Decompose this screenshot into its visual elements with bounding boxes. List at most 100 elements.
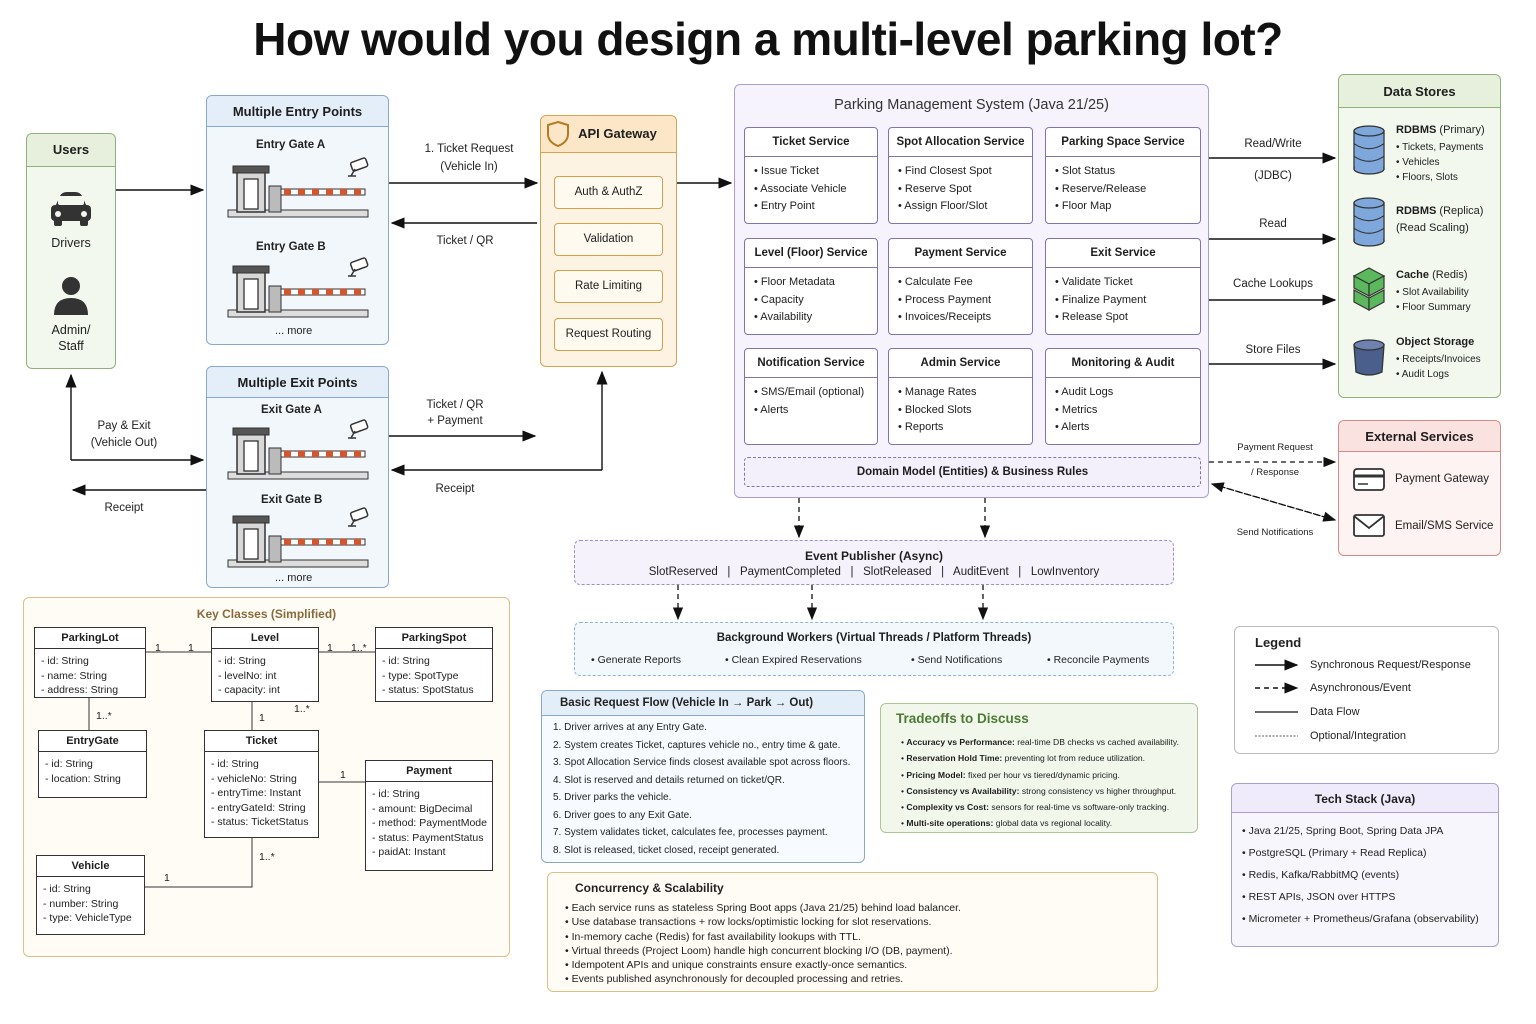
service-item: • Entry Point	[754, 200, 815, 212]
service-box: Level (Floor) Service• Floor Metadata• C…	[744, 238, 878, 335]
event-publisher-title: Event Publisher (Async)	[804, 549, 944, 563]
exit-more-label: ... more	[275, 572, 313, 584]
service-box: Exit Service• Validate Ticket• Finalize …	[1045, 238, 1201, 335]
service-item: • Audit Logs	[1055, 386, 1114, 398]
service-item: • Find Closest Spot	[898, 165, 992, 177]
gate-barrier-icon	[227, 257, 369, 318]
service-box: Admin Service• Manage Rates• Blocked Slo…	[888, 348, 1033, 445]
flow-step: 6. Driver goes to any Exit Gate.	[553, 809, 692, 821]
flow-step: 1. Driver arrives at any Entry Gate.	[553, 722, 707, 733]
class-ticket: Ticket - id: String- vehicleNo: String- …	[204, 730, 319, 838]
service-item: • Validate Ticket	[1055, 276, 1133, 288]
service-name: Monitoring & Audit	[1046, 349, 1200, 378]
users-title: Users	[52, 142, 90, 157]
legend-item: Asynchronous/Event	[1310, 682, 1411, 694]
send-notifications-label: Send Notifications	[1236, 527, 1314, 538]
flow-step: 7. System validates ticket, calculates f…	[553, 827, 828, 838]
multiplicity: 1	[259, 712, 265, 724]
legend-item: Optional/Integration	[1310, 730, 1407, 742]
legend-item: Data Flow	[1310, 706, 1360, 718]
multiplicity: 1	[188, 642, 194, 654]
camera-icon	[348, 257, 369, 277]
multiplicity: 1..*	[294, 703, 310, 715]
person-icon	[54, 277, 88, 315]
exit-gate-a-label: Exit Gate A	[261, 404, 322, 416]
domain-model-box: Domain Model (Entities) & Business Rules	[744, 457, 1201, 487]
exit-gate-b-label: Exit Gate B	[261, 494, 323, 506]
entry-gate-b-label: Entry Gate B	[256, 241, 326, 253]
object-storage-title: Object Storage	[1396, 336, 1475, 348]
envelope-icon	[1353, 514, 1385, 537]
credit-card-icon	[1353, 468, 1385, 491]
service-item: • Metrics	[1055, 403, 1098, 416]
tech-stack-title: Tech Stack (Java)	[1314, 792, 1416, 806]
service-item: • Process Payment	[898, 293, 992, 306]
legend-item: Synchronous Request/Response	[1310, 659, 1471, 671]
tradeoffs-panel: Tradeoffs to Discuss • Accuracy vs Perfo…	[880, 703, 1198, 833]
pms-title: Parking Management System (Java 21/25)	[834, 97, 1109, 113]
pay-exit-sub: (Vehicle Out)	[90, 437, 158, 449]
page-title: How would you design a multi-level parki…	[253, 13, 1283, 65]
flow-panel: Basic Request Flow (Vehicle In → Park → …	[541, 690, 865, 863]
flow-step: 2. System creates Ticket, captures vehic…	[553, 739, 841, 751]
tradeoff-item: • Multi-site operations: global data vs …	[901, 818, 1113, 829]
class-level: Level - id: String- levelNo: int- capaci…	[211, 627, 319, 702]
tradeoff-item: • Reservation Hold Time: preventing lot …	[901, 753, 1146, 764]
flow-title: Basic Request Flow (Vehicle In → Park → …	[560, 697, 814, 709]
service-box: Spot Allocation Service• Find Closest Sp…	[888, 127, 1033, 224]
domain-model-label: Domain Model (Entities) & Business Rules	[856, 466, 1089, 478]
car-icon	[51, 192, 91, 226]
class-parkinglot: ParkingLot - id: String- name: String- a…	[34, 627, 146, 698]
camera-icon	[348, 419, 369, 439]
admin-label-1: Admin/	[51, 323, 91, 337]
rate-limiting-box: Rate Limiting	[554, 270, 663, 303]
tech-item: • Micrometer + Prometheus/Grafana (obser…	[1242, 913, 1479, 925]
shield-icon	[547, 120, 569, 148]
tradeoff-item: • Pricing Model: fixed per hour vs tiere…	[901, 769, 1120, 780]
tech-item: • Redis, Kafka/RabbitMQ (events)	[1242, 869, 1400, 881]
concurrency-title: Concurrency & Scalability	[575, 881, 724, 895]
ticket-request-sub: (Vehicle In)	[440, 161, 498, 173]
admin-label-2: Staff	[58, 339, 84, 353]
exit-title: Multiple Exit Points	[237, 375, 358, 390]
worker-item: • Reconcile Payments	[1047, 654, 1150, 666]
database-icon	[1353, 197, 1385, 247]
flow-step: 3. Spot Allocation Service finds closest…	[553, 757, 851, 768]
tradeoff-item: • Complexity vs Cost: sensors for real-t…	[901, 802, 1170, 813]
service-item: • Assign Floor/Slot	[898, 200, 988, 212]
tradeoff-item: • Consistency vs Availability: strong co…	[901, 785, 1177, 796]
read-label: Read	[1259, 218, 1287, 230]
data-stores-title: Data Stores	[1383, 84, 1456, 99]
concurrency-item: • Idempotent APIs and unique constraints…	[565, 959, 908, 972]
payment-gateway-label: Payment Gateway	[1395, 473, 1489, 485]
service-item: • Invoices/Receipts	[898, 311, 992, 323]
store-files-label: Store Files	[1245, 344, 1301, 356]
service-item: • Alerts	[1055, 421, 1090, 433]
object-storage-items: • Receipts/Invoices • Audit Logs	[1396, 354, 1481, 380]
gate-barrier-icon	[227, 507, 369, 568]
background-workers-title: Background Workers (Virtual Threads / Pl…	[716, 632, 1032, 644]
api-gateway-title: API Gateway	[578, 126, 657, 141]
service-item: • Manage Rates	[898, 386, 977, 398]
camera-icon	[348, 157, 369, 177]
payment-response-label: / Response	[1250, 467, 1300, 478]
drivers-label: Drivers	[51, 236, 91, 250]
legend-panel: Legend Synchronous Request/Response Asyn…	[1234, 626, 1499, 754]
legend-title: Legend	[1255, 635, 1302, 650]
rdbms-replica-sub: (Read Scaling)	[1396, 222, 1469, 234]
entry-title: Multiple Entry Points	[232, 104, 363, 119]
tradeoffs-title: Tradeoffs to Discuss	[896, 711, 1029, 726]
service-item: • Capacity	[754, 293, 804, 306]
flow-step: 8. Slot is released, ticket closed, rece…	[553, 844, 780, 856]
entry-gate-a-label: Entry Gate A	[256, 139, 326, 151]
flow-step: 5. Driver parks the vehicle.	[553, 792, 672, 803]
service-item: • Slot Status	[1055, 165, 1116, 177]
service-item: • Issue Ticket	[754, 165, 819, 177]
service-item: • Associate Vehicle	[754, 182, 847, 195]
service-name: Parking Space Service	[1046, 128, 1200, 157]
multiplicity: 1	[327, 642, 333, 654]
service-item: • Availability	[754, 311, 813, 323]
receipt-mid-label: Receipt	[435, 483, 475, 495]
worker-item: • Generate Reports	[591, 654, 682, 666]
